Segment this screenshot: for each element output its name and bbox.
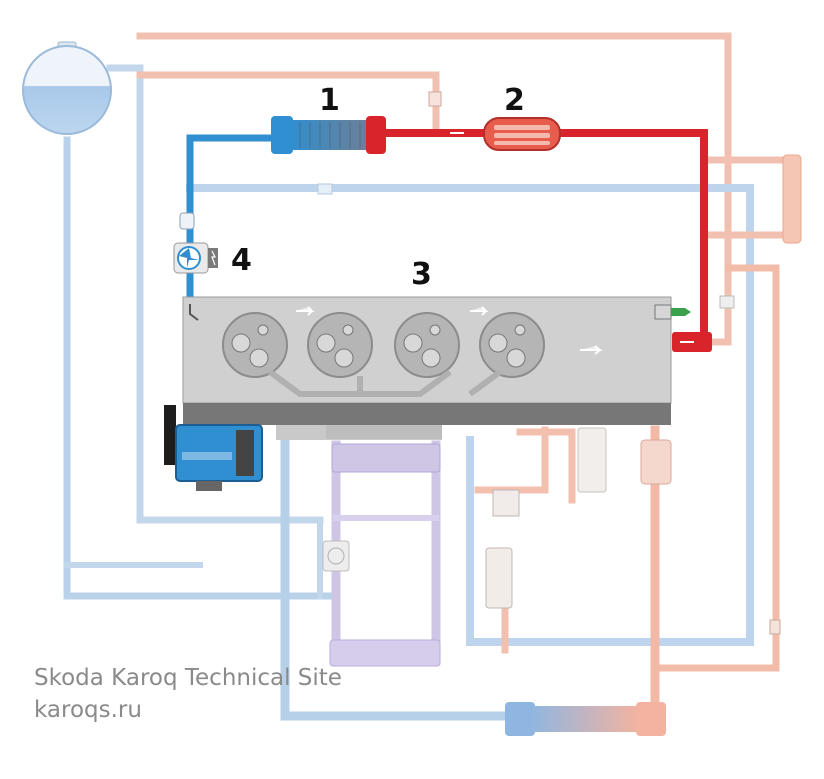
aux-pump-icon [327, 547, 345, 565]
cooler-bracket [164, 405, 176, 465]
side-radiator-pipes [701, 156, 794, 239]
heat-exchanger [483, 117, 561, 151]
faded-components [317, 91, 802, 736]
engine-base [183, 403, 671, 425]
bottom-cooler-cap-left [505, 702, 535, 736]
bottom-cooler [530, 706, 640, 732]
cylinder-3 [394, 312, 460, 378]
callout-3: 3 [411, 257, 432, 292]
purple-cooler-bottom [329, 639, 441, 667]
cooler-inlet-cap [271, 116, 293, 154]
inlet-arrow-icon [189, 304, 199, 321]
cylinder-2 [307, 312, 373, 378]
heat-exchanger-tubes [494, 125, 550, 145]
tank-return-pipe [106, 64, 324, 524]
tank-feed-pipe [63, 136, 334, 600]
cooler-fins [299, 122, 361, 148]
manifold-channels [268, 369, 502, 397]
valve-box [492, 489, 520, 517]
purple-cooler-top [331, 443, 441, 473]
egr-cooler [271, 116, 386, 154]
bypass-pipe [186, 184, 754, 646]
watermark-title: Skoda Karoq Technical Site [34, 665, 342, 691]
side-radiator [782, 154, 802, 244]
top-branch-pipe [136, 71, 440, 134]
callout-1: 1 [319, 83, 340, 118]
top-valve [428, 91, 442, 107]
coolant-pump [173, 212, 218, 274]
bypass-valve [317, 183, 333, 195]
cooler-stripe [182, 452, 232, 460]
purple-pipes [331, 440, 441, 665]
engine-block [182, 296, 712, 440]
electric-icon [211, 250, 216, 266]
pump-blades [179, 248, 199, 268]
temperature-sender [671, 308, 691, 316]
valve-housing [577, 427, 607, 493]
callout-4: 4 [231, 243, 252, 278]
expansion-tank [22, 41, 112, 135]
coolant-valve-right [640, 439, 672, 485]
bottom-cooler-cap-right [636, 702, 666, 736]
watermark-url: karoqs.ru [34, 697, 142, 723]
small-valve-bottom [769, 619, 781, 635]
tank-body [22, 45, 112, 135]
thermostat [485, 547, 513, 609]
cylinder-4 [479, 312, 545, 378]
right-outer-pipe [651, 264, 780, 672]
lower-loop-a [516, 428, 576, 504]
aux-pump [322, 540, 350, 572]
cooler-outlet-cap [366, 116, 386, 154]
callout-2: 2 [504, 83, 525, 118]
cylinder-1 [222, 312, 288, 378]
cooler-drain [196, 481, 222, 491]
engine-sump-link [326, 425, 442, 439]
bottom-blue-pipe [280, 435, 515, 721]
pump-valve [179, 212, 195, 230]
lower-loop-b [474, 426, 549, 494]
cooler-clamp [236, 430, 254, 476]
small-valve-right [719, 295, 735, 309]
flow-arrows [296, 306, 603, 355]
transmission-cooler [164, 405, 263, 491]
outlet-sensor [654, 304, 672, 320]
